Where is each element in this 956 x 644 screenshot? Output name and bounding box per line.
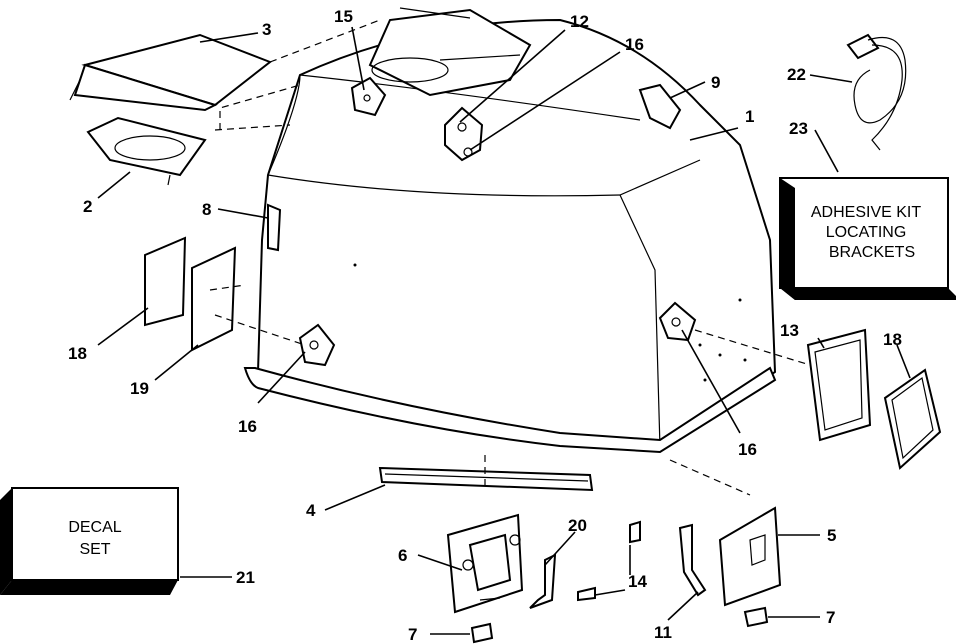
leader-3-dashed [219,84,301,130]
leader-19-dashed-b [214,314,306,346]
callout-9: 9 [711,73,720,92]
part-2-gasket [86,116,207,186]
callout-8: 8 [202,200,211,219]
part-16-left-hole [309,340,319,350]
callout-14: 14 [628,572,647,591]
decal-line-2: SET [79,541,110,558]
callout-3: 3 [262,20,271,39]
decal-line-1: DECAL [68,519,121,536]
part-16-right-hole [671,317,681,327]
part-15-hole [363,94,371,102]
part-12-hole [457,122,467,132]
callout-16-left: 16 [238,417,257,436]
part-13-frame [806,328,872,442]
part-7-grommet-left [470,622,494,644]
part-15-bracket [350,76,387,117]
part-18-left [144,236,187,327]
part-8-bracket [267,203,282,252]
part-5-plate [718,506,782,607]
leader-13-dashed [694,329,811,366]
part-3-lid [69,33,273,112]
callout-20: 20 [568,516,587,535]
callout-2: 2 [83,197,92,216]
engine-cover [243,7,777,454]
callout-7-left: 7 [408,625,417,644]
callout-11: 11 [654,623,672,642]
callout-7-right: 7 [826,608,835,627]
callout-16-right: 16 [738,440,757,459]
part-14-screw-b [577,586,596,602]
callout-18-left: 18 [68,344,87,363]
callout-16-top: 16 [625,35,644,54]
part-22-wire [846,33,907,151]
part-7-grommet-right [743,606,769,628]
part-9-bracket [638,83,682,130]
part-6-bracket [446,513,524,614]
leader-lines [97,26,911,635]
callout-12: 12 [570,12,589,31]
leader-19-dashed-a [209,284,246,291]
adhesive-line-1: ADHESIVE KIT [811,204,921,221]
decal-set-box [0,487,179,595]
adhesive-line-3: BRACKETS [829,244,915,261]
part-19-plate [191,246,237,352]
callout-22: 22 [787,65,806,84]
part-16-bracket-left [298,323,336,367]
callout-18-right: 18 [883,330,902,349]
leader-3-top-dashed [269,19,381,63]
callout-19: 19 [130,379,149,398]
callout-21: 21 [236,568,255,587]
callout-1: 1 [745,107,754,126]
leader-2-dashed [214,124,291,131]
callout-4: 4 [306,501,316,520]
callout-5: 5 [827,526,836,545]
part-16-bracket-right [658,301,697,342]
callout-6: 6 [398,546,407,565]
part-12-16-bracket [444,106,484,162]
callout-13: 13 [780,321,799,340]
adhesive-kit-box [779,177,956,300]
adhesive-line-2: LOCATING [826,224,907,241]
part-20-clip [529,553,557,609]
callout-15: 15 [334,7,353,26]
part-4-rail [378,466,594,492]
callout-23: 23 [789,119,808,138]
part-11-bracket [678,523,707,597]
part-16-hole [463,147,473,157]
leader-5-dashed [669,459,751,496]
part-14-screw-a [629,520,641,544]
